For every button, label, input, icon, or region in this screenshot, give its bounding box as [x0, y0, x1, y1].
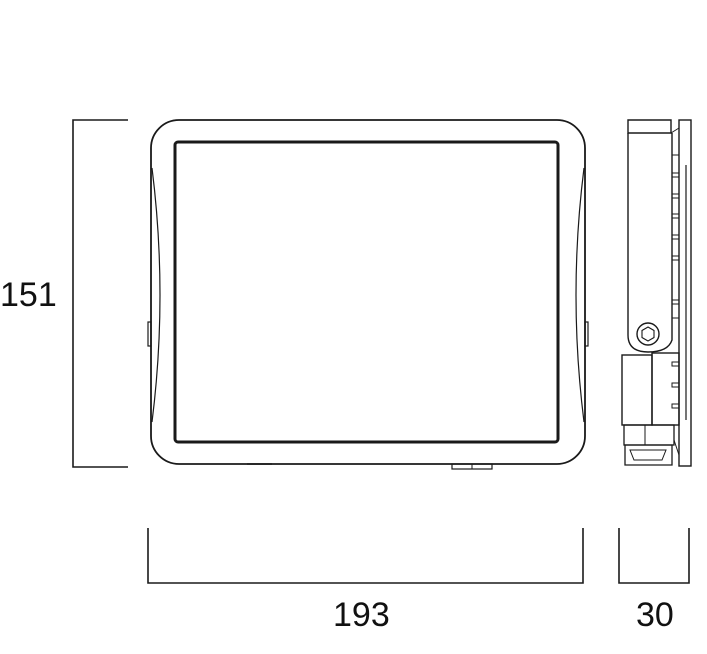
width-dimension-label: 193: [333, 596, 390, 634]
depth-dimension-label: 30: [636, 596, 674, 634]
height-dimension-label: 151: [0, 276, 57, 314]
front-view: [147, 119, 589, 470]
side-view: [621, 119, 692, 467]
height-dimension-line: [72, 119, 128, 468]
depth-dimension-line: [618, 528, 690, 584]
width-dimension-line: [147, 528, 584, 584]
